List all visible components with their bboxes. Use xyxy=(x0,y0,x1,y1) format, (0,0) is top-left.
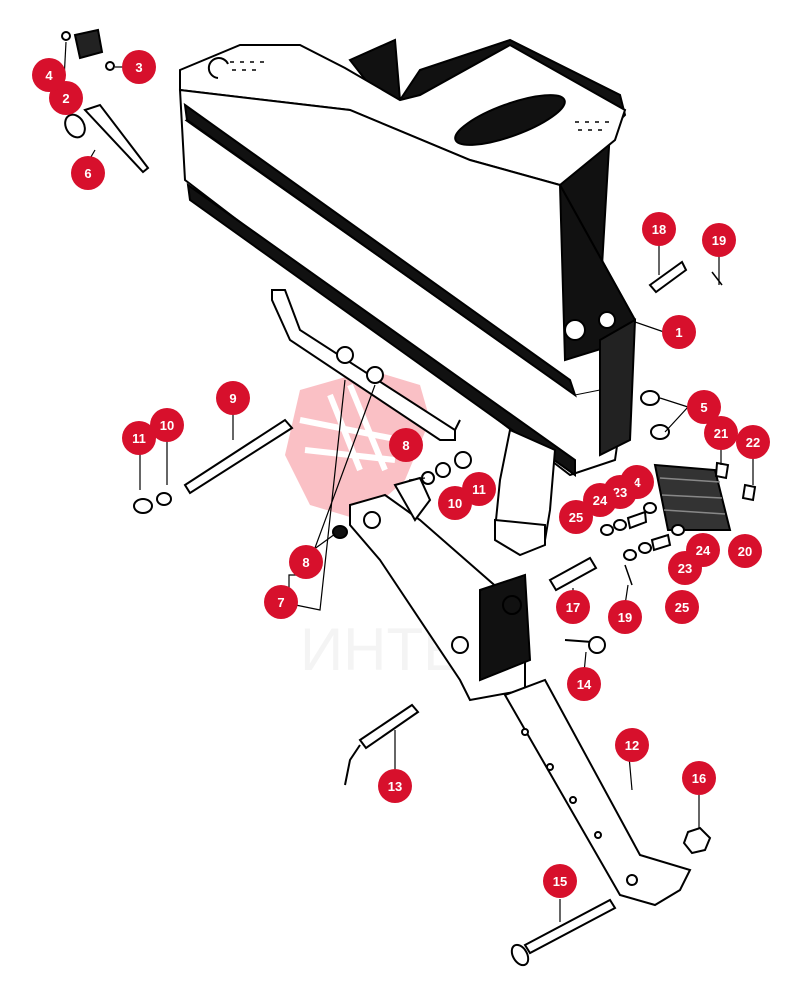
callout-18: 18 xyxy=(642,212,676,246)
callout-19-top: 19 xyxy=(702,223,736,257)
callout-4-top-label: 4 xyxy=(45,68,53,83)
callout-4-top: 4 xyxy=(32,58,66,92)
callout-14-label: 14 xyxy=(577,677,592,692)
hopper-body xyxy=(178,38,637,557)
callout-13-label: 13 xyxy=(388,779,402,794)
callout-25-upper-label: 25 xyxy=(569,510,583,525)
callout-21: 21 xyxy=(704,416,738,450)
callout-16: 16 xyxy=(682,761,716,795)
callout-22: 22 xyxy=(736,425,770,459)
callout-21-label: 21 xyxy=(714,426,728,441)
callout-4-side-label: 4 xyxy=(633,475,641,490)
callout-20-label: 20 xyxy=(738,544,752,559)
callout-13: 13 xyxy=(378,769,412,803)
callout-22-label: 22 xyxy=(746,435,760,450)
callout-19-top-label: 19 xyxy=(712,233,726,248)
small-parts xyxy=(61,28,757,967)
callout-7-label: 7 xyxy=(277,595,284,610)
callout-23-lower-label: 23 xyxy=(678,561,692,576)
callout-9-label: 9 xyxy=(229,391,236,406)
callout-17: 17 xyxy=(556,590,590,624)
callout-24-upper: 24 xyxy=(583,483,617,517)
callout-1-label: 1 xyxy=(675,325,682,340)
callout-5: 5 xyxy=(687,390,721,424)
callout-6: 6 xyxy=(71,156,105,190)
callout-20: 20 xyxy=(728,534,762,568)
callout-11-right-label: 11 xyxy=(472,482,486,497)
callout-15: 15 xyxy=(543,864,577,898)
callout-19-bottom-label: 19 xyxy=(618,610,632,625)
callout-7: 7 xyxy=(264,585,298,619)
callout-17-label: 17 xyxy=(566,600,580,615)
callouts: 1 2 3 4 4 5 6 7 8 8 9 10 10 11 11 12 13 … xyxy=(32,50,770,898)
callout-15-label: 15 xyxy=(553,874,567,889)
mounting-bracket xyxy=(503,678,692,907)
leader-lines xyxy=(63,41,754,922)
callout-11-left: 11 xyxy=(122,421,156,455)
callout-18-label: 18 xyxy=(652,222,666,237)
callout-11-left-label: 11 xyxy=(132,431,146,446)
callout-9: 9 xyxy=(216,381,250,415)
lever-arm xyxy=(349,476,532,702)
callout-11-right: 11 xyxy=(462,472,496,506)
callout-24-lower: 24 xyxy=(686,533,720,567)
callout-5-label: 5 xyxy=(700,400,707,415)
callout-10-left-label: 10 xyxy=(160,418,174,433)
callout-25-upper: 25 xyxy=(559,500,593,534)
callout-8-upper-label: 8 xyxy=(402,438,409,453)
callout-8-lower: 8 xyxy=(289,545,323,579)
callout-24-lower-label: 24 xyxy=(696,543,711,558)
callout-1: 1 xyxy=(662,315,696,349)
callout-12-label: 12 xyxy=(625,738,639,753)
callout-3: 3 xyxy=(122,50,156,84)
callout-6-label: 6 xyxy=(84,166,91,181)
callout-25-lower: 25 xyxy=(665,590,699,624)
callout-8-lower-label: 8 xyxy=(302,555,309,570)
callout-14: 14 xyxy=(567,667,601,701)
callout-8-upper: 8 xyxy=(389,428,423,462)
callout-3-label: 3 xyxy=(135,60,142,75)
callout-12: 12 xyxy=(615,728,649,762)
callout-10-right-label: 10 xyxy=(448,496,462,511)
callout-16-label: 16 xyxy=(692,771,706,786)
callout-24-upper-label: 24 xyxy=(593,493,608,508)
callout-10-left: 10 xyxy=(150,408,184,442)
callout-25-lower-label: 25 xyxy=(675,600,689,615)
callout-2-label: 2 xyxy=(62,91,69,106)
wooden-block xyxy=(653,463,732,531)
callout-19-bottom: 19 xyxy=(608,600,642,634)
